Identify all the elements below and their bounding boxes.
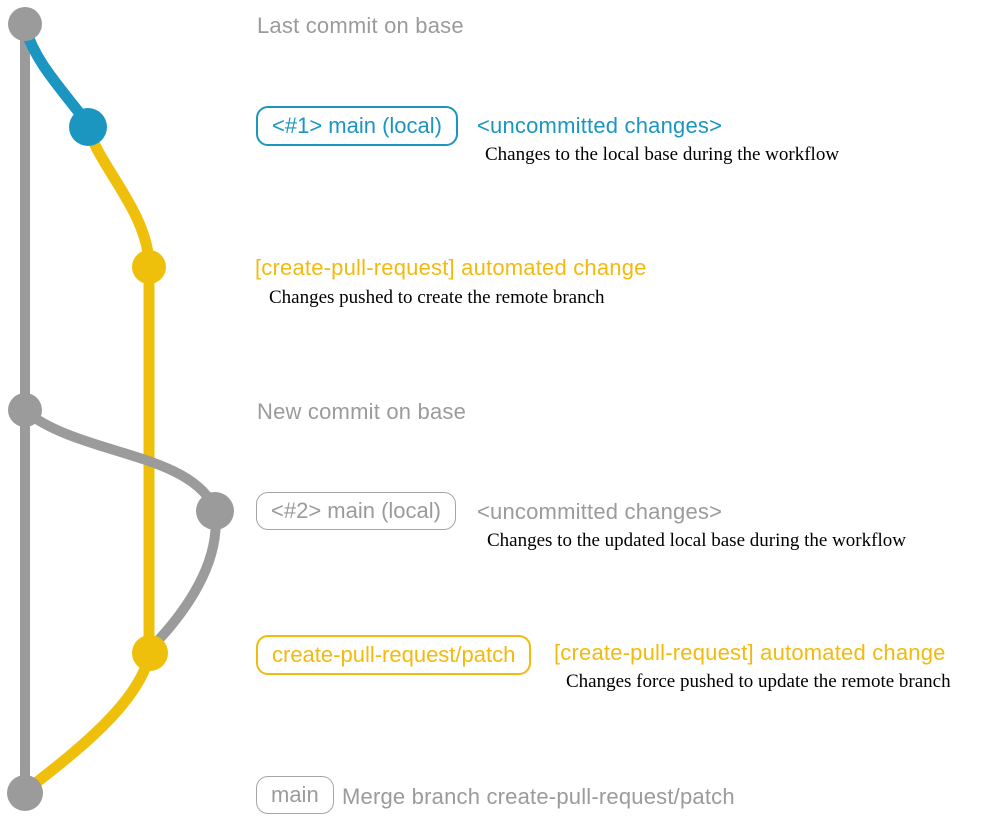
caption-force-pushed-update-branch: Changes force pushed to update the remot… <box>566 671 951 692</box>
label-automated-change-1: [create-pull-request] automated change <box>255 255 647 280</box>
branch-badge-main-local-2: <#2> main (local) <box>256 492 456 531</box>
branch-curve-merge-to-base <box>22 647 156 795</box>
branch-badge-main: main <box>256 776 334 815</box>
branch-badge-main-local-1: <#1> main (local) <box>256 106 458 147</box>
label-uncommitted-changes-2: <uncommitted changes> <box>477 499 723 524</box>
branch-curve-uncommitted-1 <box>19 21 94 130</box>
commit-dot-last-base <box>8 7 42 41</box>
branch-curve-uncommitted-2 <box>20 406 218 510</box>
label-last-commit-on-base: Last commit on base <box>257 13 464 38</box>
caption-pushed-create-branch: Changes pushed to create the remote bran… <box>269 287 605 308</box>
commit-dot-merge <box>7 775 43 811</box>
commit-dot-automated-change-1 <box>132 250 166 284</box>
caption-local-base-changes: Changes to the local base during the wor… <box>485 144 840 165</box>
label-merge-branch: Merge branch create-pull-request/patch <box>342 784 735 809</box>
commit-dot-new-base <box>8 393 42 427</box>
branch-line-patch <box>82 121 155 659</box>
commit-dot-main-local-1 <box>69 108 107 146</box>
commit-dot-main-local-2 <box>196 492 234 530</box>
caption-updated-local-base-changes: Changes to the updated local base during… <box>487 530 906 551</box>
label-automated-change-2: [create-pull-request] automated change <box>554 640 946 665</box>
label-new-commit-on-base: New commit on base <box>257 399 467 424</box>
label-uncommitted-changes-1: <uncommitted changes> <box>477 113 723 138</box>
branch-badge-patch: create-pull-request/patch <box>256 635 532 676</box>
commit-dot-automated-change-2 <box>132 635 168 671</box>
branch-curve-merge-into-patch <box>146 507 221 653</box>
branch-graph <box>7 7 234 811</box>
